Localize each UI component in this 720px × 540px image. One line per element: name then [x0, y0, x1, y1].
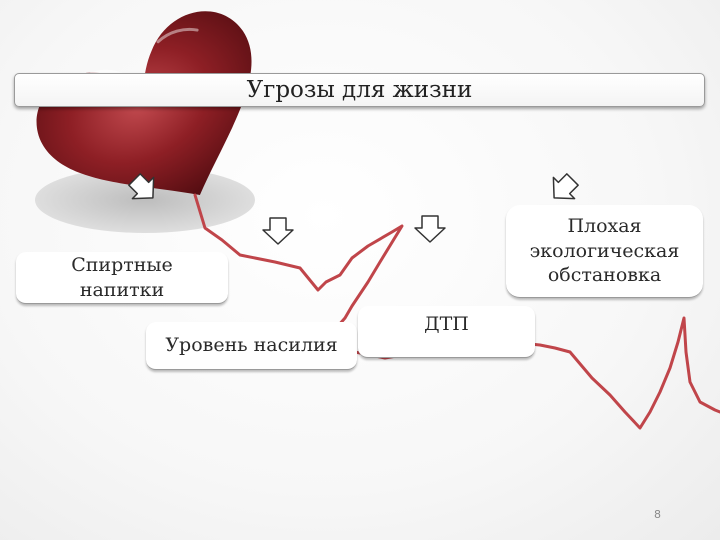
arrow-down-icon [414, 215, 446, 243]
threat-box-alcohol: Спиртные напитки [16, 252, 228, 304]
heartbeat-line [193, 193, 720, 430]
threat-label-alcohol: Спиртные напитки [71, 253, 173, 301]
threat-label-dtp: ДТП [424, 313, 469, 335]
arrow-down-icon [128, 173, 155, 200]
page-title-text: Угрозы для жизни [246, 77, 473, 103]
arrow-down-icon [262, 217, 294, 245]
threat-label-violence: Уровень насилия [165, 334, 338, 357]
page-title: Угрозы для жизни [14, 73, 705, 107]
threat-label-ecology: Плохая экологическая обстановка [529, 214, 680, 287]
threat-box-ecology: Плохая экологическая обстановка [506, 205, 703, 298]
arrow-down-icon [552, 173, 579, 200]
threat-box-dtp: ДТП [358, 306, 535, 358]
threat-box-violence: Уровень насилия [146, 322, 357, 370]
page-number: 8 [654, 508, 661, 521]
